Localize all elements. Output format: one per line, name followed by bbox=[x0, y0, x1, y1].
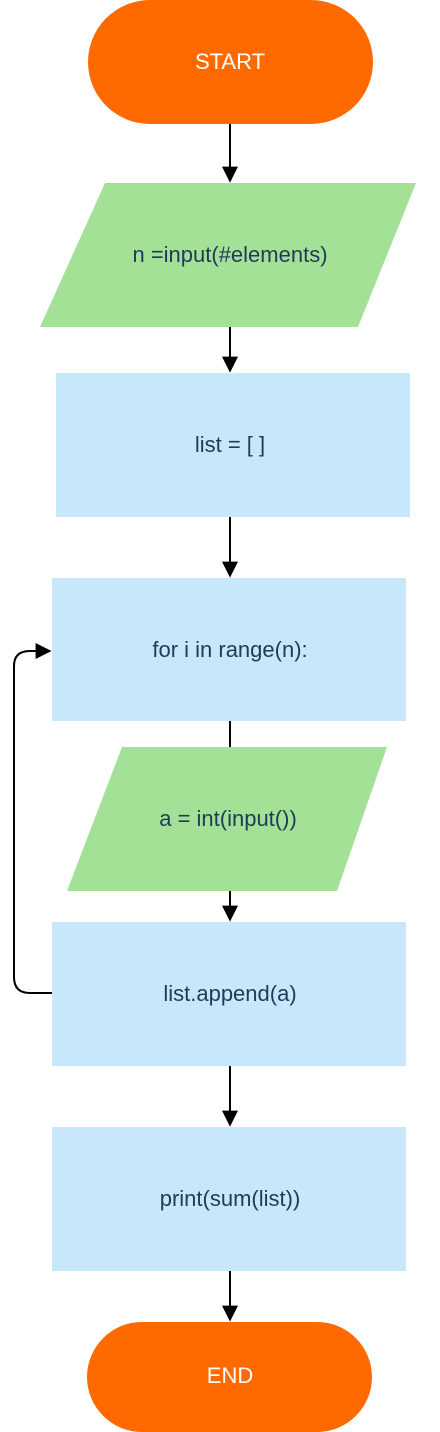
for-loop-label: for i in range(n): bbox=[152, 637, 307, 662]
for-loop-node bbox=[52, 578, 406, 721]
list-init-node bbox=[56, 373, 410, 517]
print-sum-label: print(sum(list)) bbox=[160, 1186, 301, 1211]
start-label: START bbox=[195, 49, 265, 74]
input-n-label: n =input(#elements) bbox=[132, 242, 327, 267]
start-terminal bbox=[88, 0, 373, 124]
end-label: END bbox=[207, 1363, 253, 1388]
list-init-label: list = [ ] bbox=[195, 432, 265, 457]
print-sum-node bbox=[52, 1127, 406, 1271]
edge-loop-back bbox=[13, 643, 52, 994]
append-node bbox=[52, 922, 406, 1066]
input-n-node bbox=[40, 183, 416, 327]
end-terminal bbox=[87, 1322, 372, 1432]
input-a-label: a = int(input()) bbox=[159, 806, 297, 831]
append-label: list.append(a) bbox=[163, 981, 296, 1006]
input-a-node bbox=[67, 747, 387, 891]
